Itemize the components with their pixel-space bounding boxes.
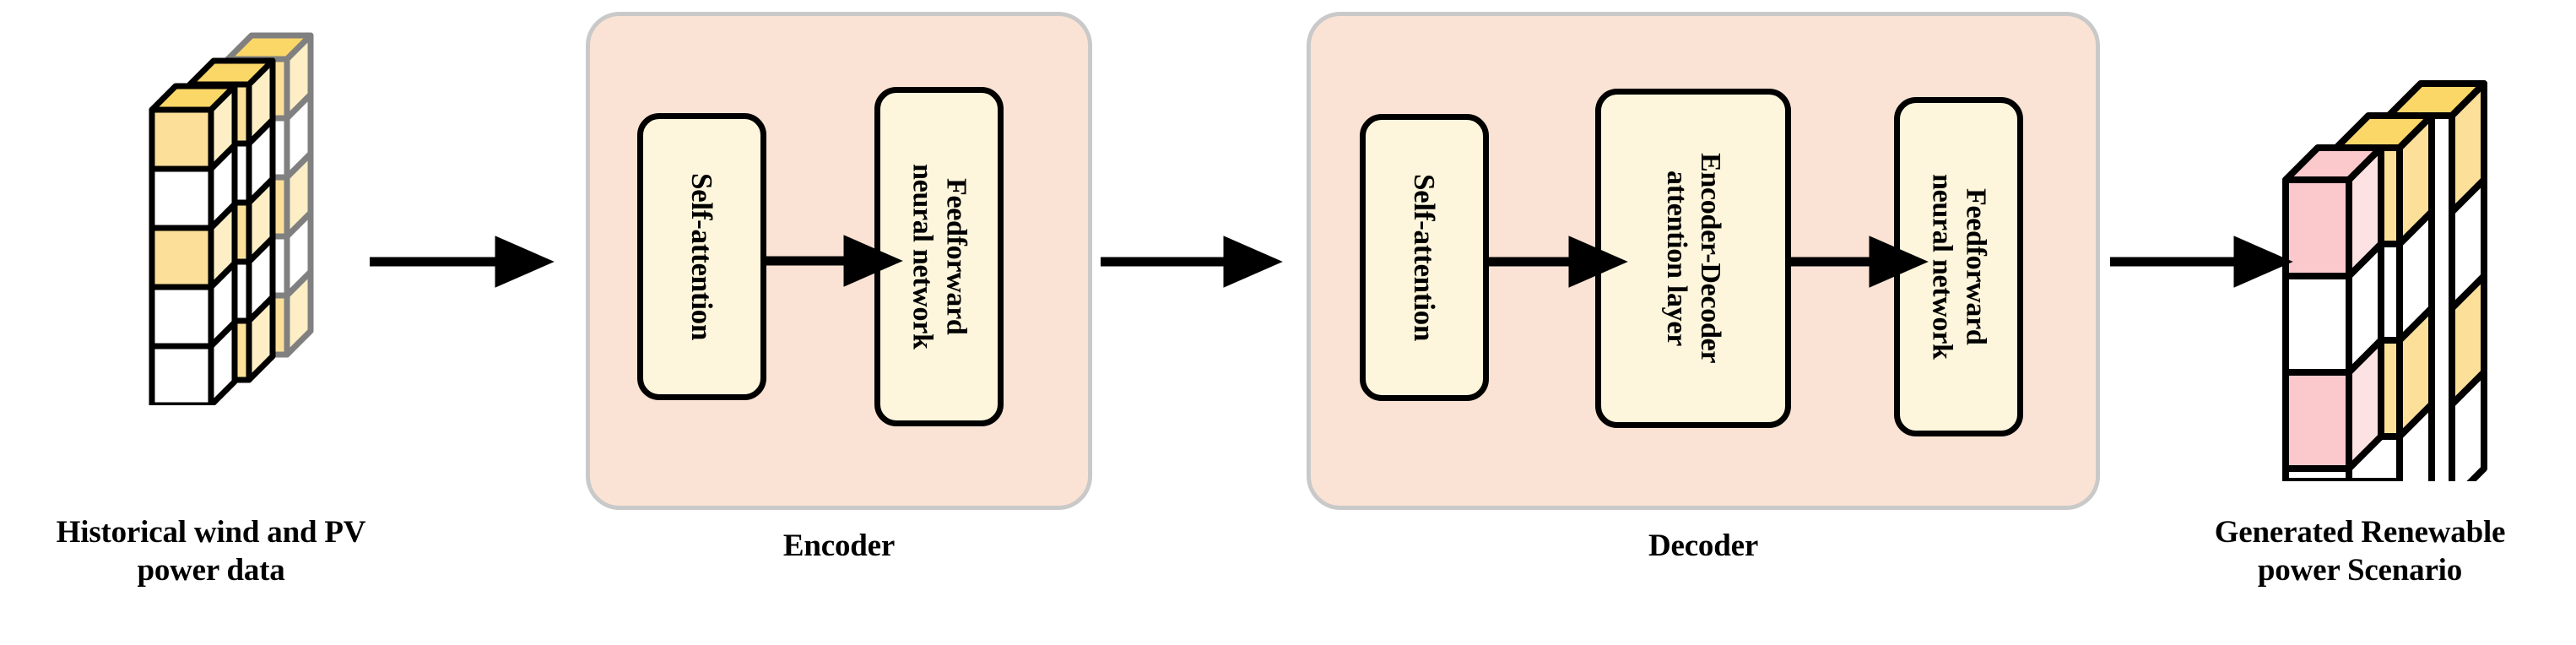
decoder-block-enc-dec-attention[interactable]: Encoder-Decoder attention layer <box>1595 89 1791 428</box>
input-caption: Historical wind and PV power data <box>56 515 366 588</box>
encoder-caption: Encoder <box>782 528 896 563</box>
decoder-enc-dec-attention-label: Encoder-Decoder attention layer <box>1661 153 1727 364</box>
decoder-module: Self-attention Encoder-Decoder attention… <box>1307 12 2100 510</box>
encoder-self-attention-label: Self-attention <box>685 173 719 340</box>
encoder-module: Self-attention Feedforward neural networ… <box>586 12 1092 510</box>
encoder-block-feedforward[interactable]: Feedforward neural network <box>874 87 1004 426</box>
output-caption: Generated Renewable power Scenario <box>2214 515 2506 588</box>
encoder-block-self-attention[interactable]: Self-attention <box>637 113 766 400</box>
output-scenario-cube-grid <box>2279 21 2532 536</box>
decoder-feedforward-label: Feedforward neural network <box>1926 174 1992 360</box>
encoder-feedforward-label: Feedforward neural network <box>906 164 972 350</box>
decoder-block-self-attention[interactable]: Self-attention <box>1360 114 1489 401</box>
decoder-self-attention-label: Self-attention <box>1408 174 1442 341</box>
decoder-block-feedforward[interactable]: Feedforward neural network <box>1894 97 2023 436</box>
decoder-caption: Decoder <box>1648 528 1759 563</box>
input-data-cube-stack <box>143 17 422 409</box>
